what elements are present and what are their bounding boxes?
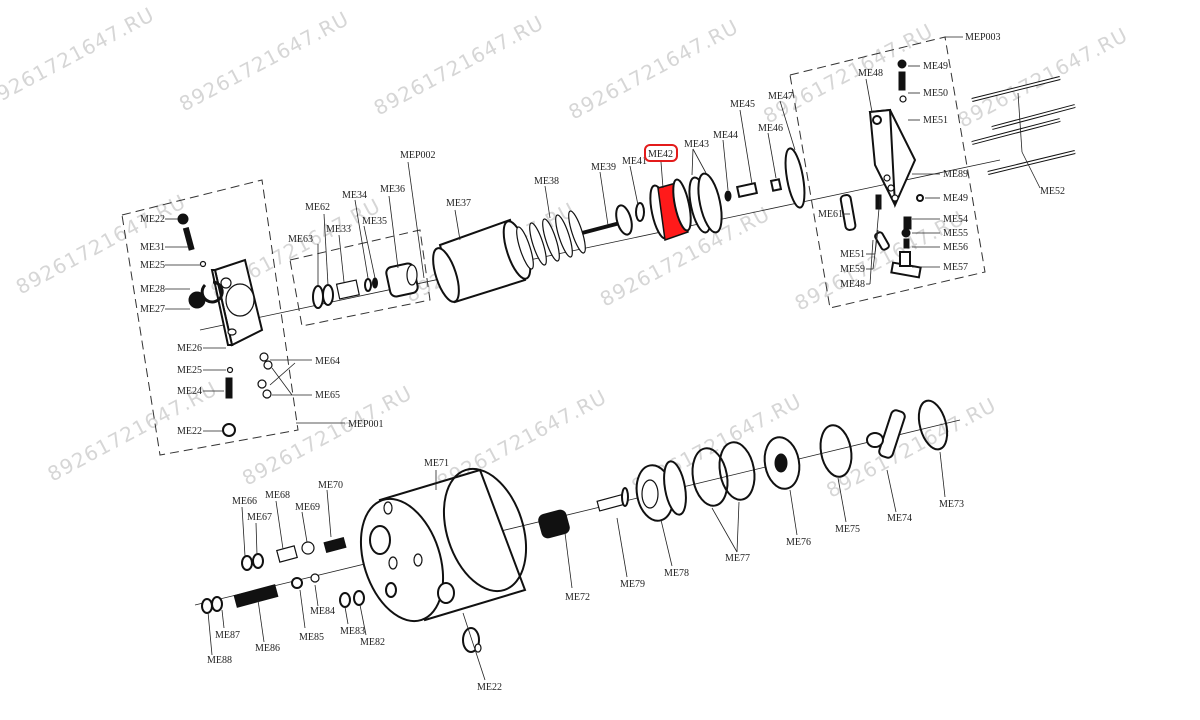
parts-right-bottom: ME72 ME79 ME78 ME77 ME76 ME75 ME74 ME73 bbox=[538, 399, 964, 603]
svg-text:ME57: ME57 bbox=[943, 262, 968, 273]
svg-text:ME63: ME63 bbox=[288, 234, 313, 245]
svg-text:ME49: ME49 bbox=[943, 193, 968, 204]
svg-text:ME50: ME50 bbox=[923, 88, 948, 99]
svg-text:89261721647.RU: 89261721647.RU bbox=[370, 10, 548, 120]
svg-text:ME31: ME31 bbox=[140, 242, 165, 253]
part-me39-stem: ME39 ME41 bbox=[581, 156, 647, 236]
svg-text:ME52: ME52 bbox=[1040, 186, 1065, 197]
svg-text:89261721647.RU: 89261721647.RU bbox=[175, 6, 353, 116]
svg-text:ME77: ME77 bbox=[725, 553, 750, 564]
svg-text:ME25: ME25 bbox=[177, 365, 202, 376]
part-me22-plug: ME22 bbox=[462, 612, 502, 693]
svg-text:ME62: ME62 bbox=[305, 202, 330, 213]
svg-text:ME79: ME79 bbox=[620, 579, 645, 590]
svg-text:ME45: ME45 bbox=[730, 99, 755, 110]
svg-text:ME22: ME22 bbox=[477, 682, 502, 693]
labels-mep001: ME22 ME31 ME25 ME28 ME27 ME26 ME25 ME24 … bbox=[140, 214, 340, 437]
group-mep001: MEP001 bbox=[121, 179, 384, 456]
svg-text:ME74: ME74 bbox=[887, 513, 912, 524]
svg-text:ME22: ME22 bbox=[177, 426, 202, 437]
svg-text:ME70: ME70 bbox=[318, 480, 343, 491]
svg-text:ME48: ME48 bbox=[840, 279, 865, 290]
svg-text:ME41: ME41 bbox=[622, 156, 647, 167]
svg-text:ME83: ME83 bbox=[340, 626, 365, 637]
svg-text:ME51: ME51 bbox=[840, 249, 865, 260]
svg-text:ME85: ME85 bbox=[299, 632, 324, 643]
svg-text:ME37: ME37 bbox=[446, 198, 471, 209]
svg-text:ME54: ME54 bbox=[943, 214, 968, 225]
svg-text:89261721647.RU: 89261721647.RU bbox=[0, 2, 158, 112]
highlight-box-me42 bbox=[644, 144, 678, 162]
label-mep002: MEP002 bbox=[400, 150, 436, 161]
svg-text:ME61: ME61 bbox=[818, 209, 843, 220]
label-mep003: MEP003 bbox=[965, 32, 1001, 43]
svg-text:ME86: ME86 bbox=[255, 643, 280, 654]
svg-text:ME87: ME87 bbox=[215, 630, 240, 641]
parts-mep002 bbox=[312, 262, 419, 309]
parts-me44-me47: ME44 ME45 ME46 ME47 bbox=[713, 91, 806, 209]
svg-text:ME39: ME39 bbox=[591, 162, 616, 173]
part-me42-highlighted: ME42 bbox=[644, 144, 692, 242]
part-manifold-block bbox=[839, 59, 924, 279]
svg-text:ME66: ME66 bbox=[232, 496, 257, 507]
group-mep003: MEP003 bbox=[789, 32, 1001, 309]
svg-text:ME22: ME22 bbox=[140, 214, 165, 225]
label-me42: ME42 bbox=[648, 149, 673, 160]
labels-mep003: ME48 ME49 ME50 ME51 ME89 ME49 ME54 ME55 … bbox=[818, 61, 968, 290]
labels-left-bottom: ME66 ME67 ME68 ME69 ME70 ME84 ME85 ME86 … bbox=[207, 480, 385, 666]
top-axis-line bbox=[199, 159, 1001, 331]
svg-text:89261721647.RU: 89261721647.RU bbox=[759, 18, 937, 128]
svg-text:ME47: ME47 bbox=[768, 91, 793, 102]
svg-text:ME67: ME67 bbox=[247, 512, 272, 523]
svg-text:ME36: ME36 bbox=[380, 184, 405, 195]
svg-text:ME65: ME65 bbox=[315, 390, 340, 401]
svg-text:ME55: ME55 bbox=[943, 228, 968, 239]
svg-text:ME48: ME48 bbox=[858, 68, 883, 79]
part-me43-rings: ME43 bbox=[684, 139, 723, 234]
part-me37-cylinder: ME37 bbox=[432, 198, 532, 304]
svg-text:ME71: ME71 bbox=[424, 458, 449, 469]
svg-text:ME34: ME34 bbox=[342, 190, 367, 201]
svg-text:ME64: ME64 bbox=[315, 356, 340, 367]
group-mep002: MEP002 bbox=[289, 150, 436, 327]
svg-text:ME84: ME84 bbox=[310, 606, 335, 617]
svg-text:ME56: ME56 bbox=[943, 242, 968, 253]
svg-text:ME43: ME43 bbox=[684, 139, 709, 150]
bottom-axis-line bbox=[194, 419, 961, 606]
svg-text:ME59: ME59 bbox=[840, 264, 865, 275]
svg-text:89261721647.RU: 89261721647.RU bbox=[564, 14, 742, 124]
svg-text:ME72: ME72 bbox=[565, 592, 590, 603]
svg-text:ME24: ME24 bbox=[177, 386, 202, 397]
part-me71-body: ME71 bbox=[359, 458, 528, 623]
svg-text:ME25: ME25 bbox=[140, 260, 165, 271]
svg-text:ME26: ME26 bbox=[177, 343, 202, 354]
svg-text:ME78: ME78 bbox=[664, 568, 689, 579]
svg-text:ME28: ME28 bbox=[140, 284, 165, 295]
svg-text:ME44: ME44 bbox=[713, 130, 738, 141]
label-mep001: MEP001 bbox=[348, 419, 384, 430]
svg-text:ME82: ME82 bbox=[360, 637, 385, 648]
part-me38-spring: ME38 bbox=[516, 176, 586, 270]
svg-text:ME73: ME73 bbox=[939, 499, 964, 510]
svg-text:ME75: ME75 bbox=[835, 524, 860, 535]
parts-left-bottom bbox=[201, 536, 365, 614]
part-valve-block bbox=[177, 213, 273, 437]
svg-text:ME27: ME27 bbox=[140, 304, 165, 315]
svg-text:89261721647.RU: 89261721647.RU bbox=[822, 393, 1000, 503]
labels-mep002: ME63 ME62 ME33 ME34 ME35 ME36 bbox=[288, 184, 405, 286]
part-me52-bolts: ME52 bbox=[971, 76, 1076, 197]
svg-text:ME88: ME88 bbox=[207, 655, 232, 666]
svg-text:ME51: ME51 bbox=[923, 115, 948, 126]
svg-text:ME69: ME69 bbox=[295, 502, 320, 513]
svg-text:ME46: ME46 bbox=[758, 123, 783, 134]
svg-text:ME68: ME68 bbox=[265, 490, 290, 501]
svg-text:ME49: ME49 bbox=[923, 61, 948, 72]
svg-text:ME76: ME76 bbox=[786, 537, 811, 548]
svg-text:ME89: ME89 bbox=[943, 169, 968, 180]
svg-text:ME35: ME35 bbox=[362, 216, 387, 227]
svg-text:ME33: ME33 bbox=[326, 224, 351, 235]
svg-text:ME38: ME38 bbox=[534, 176, 559, 187]
